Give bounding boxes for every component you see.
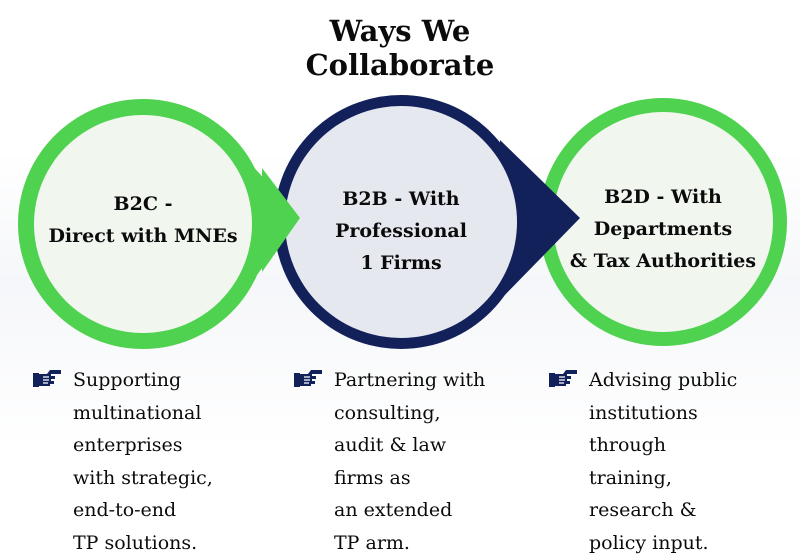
b2b-label-line-2: Professional [335,220,467,242]
b2d-label-line-2: Departments [593,218,733,240]
b2b-desc-line-1: Partnering with [334,369,486,391]
b2d-circle-shape [539,98,787,346]
pointing-hand-icon [549,370,577,387]
pointing-hand-icon [294,370,322,387]
b2b-circle-shape [274,95,580,349]
b2c-arrow-overlap [262,168,300,272]
b2c-desc-line-6: TP solutions. [73,531,198,554]
b2b-label-line-3: 1 Firms [360,252,442,274]
title-line-2: Collaborate [305,48,495,82]
b2c-desc-line-2: multinational [73,401,202,424]
b2d-desc-line-3: through [589,434,667,457]
b2b-desc-line-2: consulting, [334,401,441,424]
b2b-desc-line-6: TP arm. [334,531,410,554]
b2c-circle-inner [34,115,252,333]
b2c-label-line-2: Direct with MNEs [48,225,238,247]
b2b-label-line-1: B2B - With [342,188,460,210]
b2b-circle-inner [285,106,517,338]
b2b-desc-line-4: firms as [334,466,411,489]
pointing-hand-icon [33,370,61,387]
b2c-desc-line-1: Supporting [73,369,182,391]
b2d-desc-line-4: training, [589,466,672,489]
b2d-circle-inner [553,112,773,332]
b2d-desc-line-1: Advising public [589,369,738,391]
b2b-desc-line-3: audit & law [334,434,447,457]
b2b-label: B2B - With Professional 1 Firms [296,183,506,279]
b2d-label: B2D - With Departments & Tax Authorities [553,181,773,277]
b2c-circle-shape [18,99,300,349]
b2d-desc-line-6: policy input. [589,531,709,554]
b2c-label-line-1: B2C - [113,193,173,215]
b2d-desc-line-5: research & [589,499,697,522]
title-line-1: Ways We [329,14,471,48]
b2c-desc-line-4: with strategic, [73,466,213,489]
b2d-label-line-3: & Tax Authorities [569,250,757,272]
b2c-desc-line-3: enterprises [73,434,183,457]
b2b-desc-line-5: an extended [334,499,453,522]
page-title: Ways We Collaborate [250,14,550,82]
b2d-desc-line-2: institutions [589,401,698,424]
b2c-label: B2C - Direct with MNEs [33,188,253,252]
b2c-desc-line-5: end-to-end [73,499,177,522]
b2d-label-line-1: B2D - With [604,186,722,208]
